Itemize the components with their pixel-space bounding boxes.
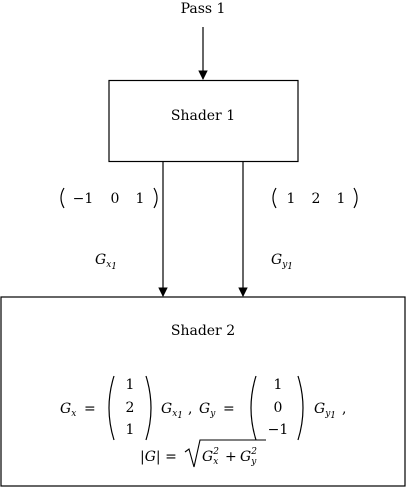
eq-gx-equals: = <box>84 401 96 417</box>
kernel-x-right-paren <box>153 187 158 209</box>
kernel-x-0: −1 <box>73 191 94 207</box>
gradient-magnitude: |G| = Gx2 + Gy2 <box>140 439 266 468</box>
kernel-y-2: 1 <box>337 191 346 207</box>
shader2-box <box>0 296 406 487</box>
kernel-y-left-paren <box>272 187 277 209</box>
eq-gy-vector-right-paren <box>297 375 304 441</box>
kernel-y-right-paren <box>353 187 358 209</box>
eq-gx-vector-0: 1 <box>126 377 135 393</box>
eq-gy-rhs: Gy1 <box>314 401 336 421</box>
kernel-x-vector: −1 0 1 <box>60 187 158 209</box>
eq-sqrt-term2: Gy2 <box>240 447 257 467</box>
eq-gx-vector-1: 2 <box>126 400 135 416</box>
shader1-label: Shader 1 <box>171 108 235 124</box>
eq-gx-vector-left-paren <box>108 375 115 441</box>
eq-gy-vector-0: 1 <box>274 377 283 393</box>
eq-gx-vector-2: 1 <box>126 422 135 438</box>
eq-magnitude-lhs: |G| = <box>140 449 177 465</box>
eq-comma-2: , <box>342 401 346 417</box>
shader1-node: Shader 1 <box>108 79 299 163</box>
eq-gy-lhs: Gy <box>199 401 216 419</box>
eq-comma-1: , <box>188 401 192 417</box>
eq-gx-vector-right-paren <box>145 375 152 441</box>
sqrt-radical <box>184 439 266 468</box>
shader2-label: Shader 2 <box>171 323 235 339</box>
eq-gy-vector-1: 0 <box>274 400 283 416</box>
edge-label-gy: Gy1 <box>271 252 293 272</box>
eq-gy-equals: = <box>223 401 235 417</box>
pass-label: Pass 1 <box>181 1 226 17</box>
eq-sqrt-term1: Gx2 <box>202 447 219 467</box>
gradient-equations: Gx = 1 2 1 Gx1 , Gy = 1 0 −1 Gy1 , <box>60 375 346 441</box>
kernel-y-1: 2 <box>312 191 321 207</box>
eq-gy-vector-left-paren <box>250 375 257 441</box>
kernel-x-left-paren <box>60 187 65 209</box>
eq-sqrt-plus: + <box>225 449 237 465</box>
edge-label-gx: Gx1 <box>95 252 117 272</box>
eq-gx-rhs: Gx1 <box>161 401 183 421</box>
shader1-box <box>108 79 299 163</box>
kernel-y-vector: 1 2 1 <box>272 187 358 209</box>
kernel-y-0: 1 <box>287 191 296 207</box>
kernel-x-2: 1 <box>136 191 145 207</box>
eq-gy-vector-2: −1 <box>268 422 289 438</box>
eq-gx-lhs: Gx <box>60 401 76 419</box>
shader2-node: Shader 2 <box>0 296 406 487</box>
kernel-x-1: 0 <box>111 191 120 207</box>
